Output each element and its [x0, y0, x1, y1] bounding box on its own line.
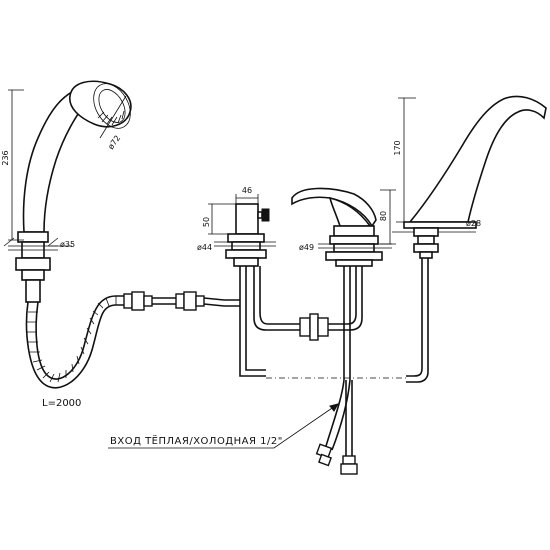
inlet-label: ВХОД ТЁПЛАЯ/ХОЛОДНАЯ 1/2" [110, 434, 283, 447]
crossover-connectors [299, 266, 363, 341]
spout-dimensions: 170 ø28 [393, 97, 481, 229]
dim-spout-height: 170 [393, 140, 402, 155]
dim-shower-base-diameter: ø35 [60, 240, 75, 249]
hand-shower [3, 80, 132, 303]
dim-diverter-width: 46 [242, 186, 252, 195]
diverter-valve [214, 203, 300, 377]
dim-mixer-height: 80 [379, 211, 388, 221]
dim-mixer-base-diameter: ø49 [299, 243, 314, 252]
hose-length-label: L=2000 [42, 398, 81, 409]
dim-shower-head-diameter: ø72 [106, 134, 122, 152]
inlet-hoses [315, 379, 358, 475]
dim-shower-height: 236 [1, 150, 10, 165]
shower-hose: L=2000 [25, 295, 124, 409]
inlet-callout: ВХОД ТЁПЛАЯ/ХОЛОДНАЯ 1/2" [108, 403, 340, 449]
single-lever-mixer [291, 187, 392, 380]
spout [392, 95, 547, 383]
dim-diverter-height: 50 [202, 217, 211, 227]
dim-diverter-base-diameter: ø44 [197, 243, 212, 252]
hose-connectors [123, 291, 225, 311]
dim-spout-base-diameter: ø28 [466, 219, 481, 228]
mixer-dimensions: ø49 80 [299, 189, 396, 252]
diverter-dimensions: 46 50 ø44 [197, 186, 259, 252]
